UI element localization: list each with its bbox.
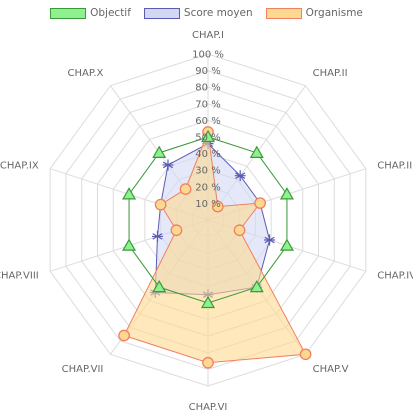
data-point-objectif [279,187,294,200]
tick-label: 40 % [195,149,220,160]
axis-label: CHAP.I [192,30,224,41]
data-point-score-moyen [264,234,276,246]
axis-label: CHAP.IX [0,160,39,171]
tick-labels: 10 % 20 % 30 % 40 % 50 % 60 % 70 % 80 % 90 % 100 … [192,50,224,210]
tick-label: 70 % [195,99,220,110]
data-point-organisme [233,224,246,237]
legend: Objectif Score moyen Organisme [0,7,413,19]
data-point-organisme [211,200,224,213]
axis-label: CHAP.IV [377,271,413,282]
data-point-objectif [249,279,264,293]
tick-label: 90 % [195,66,220,77]
axis-label: CHAP.II [313,68,348,79]
legend-item-objectif[interactable]: Objectif [50,7,131,19]
data-point-organisme [170,224,183,237]
axis-label: CHAP.VII [62,364,104,375]
legend-swatch-score-moyen [143,7,180,19]
tick-label: 100 % [192,50,224,61]
axis-label: CHAP.VI [189,402,228,413]
tick-label: 80 % [195,83,220,94]
axis-labels: CHAP.I CHAP.II CHAP.III CHAP.IV CHAP.V CHAP.V… [0,30,413,413]
legend-swatch-organisme [265,7,302,19]
data-point-objectif [122,238,137,251]
tick-label: 60 % [195,116,220,127]
tick-label: 50 % [195,133,220,144]
legend-label-objectif: Objectif [90,7,131,19]
series-organisme [118,126,312,369]
data-point-organisme [179,183,192,195]
data-point-organisme [118,329,130,342]
series-layer [118,126,312,369]
data-point-objectif [122,187,137,200]
legend-item-score-moyen[interactable]: Score moyen [143,7,253,19]
legend-item-organisme[interactable]: Organisme [265,7,363,19]
data-point-objectif [279,238,294,251]
data-point-score-moyen [234,170,246,182]
axis-label: CHAP.V [313,364,349,375]
axis-label: CHAP.III [377,160,413,171]
tick-label: 20 % [195,182,220,193]
axis-label: CHAP.VIII [0,271,39,282]
data-point-objectif [200,129,216,143]
legend-label-organisme: Organisme [305,7,363,19]
data-point-organisme [299,348,312,361]
series-objectif [122,129,294,309]
data-point-objectif [152,279,167,293]
axis-label: CHAP.X [68,68,104,79]
data-point-score-moyen [151,230,163,242]
data-point-score-moyen [162,159,174,171]
data-point-organisme [154,198,167,211]
legend-swatch-objectif [50,7,87,19]
tick-label: 30 % [195,166,220,177]
tick-label: 10 % [195,199,220,210]
data-point-objectif [200,295,216,309]
legend-label-score-moyen: Score moyen [183,7,253,19]
data-point-objectif [249,145,264,158]
data-point-organisme [202,356,214,369]
data-point-objectif [152,145,167,158]
data-point-organisme [254,197,266,209]
